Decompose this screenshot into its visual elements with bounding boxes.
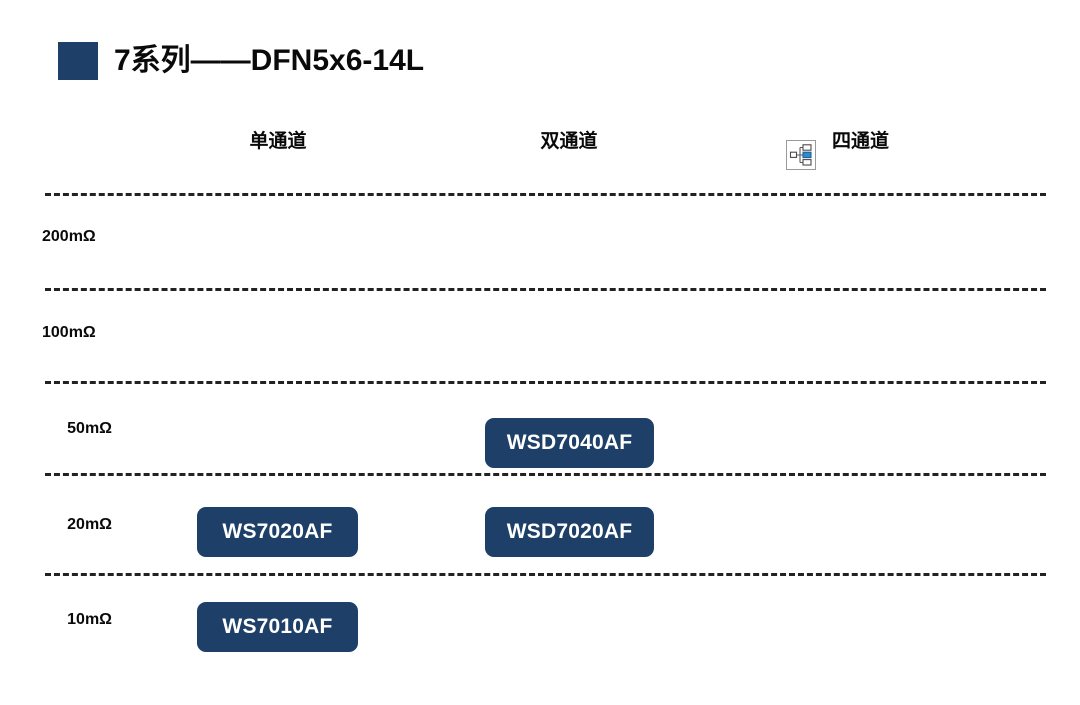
row-separator-20-10 xyxy=(45,573,1046,576)
row-label-100mohm: 100mΩ xyxy=(42,324,96,341)
product-chip-wsd7040af[interactable]: WSD7040AF xyxy=(485,418,654,468)
row-separator-200-100 xyxy=(45,288,1046,291)
product-chip-ws7010af[interactable]: WS7010AF xyxy=(197,602,358,652)
page-title: 7系列——DFN5x6-14L xyxy=(58,42,424,80)
hierarchy-icon[interactable] xyxy=(786,140,816,170)
row-label-10mohm: 10mΩ xyxy=(67,611,112,628)
title-bullet-square xyxy=(58,42,98,80)
row-separator-100-50 xyxy=(45,381,1046,384)
row-label-50mohm: 50mΩ xyxy=(67,420,112,437)
row-separator-50-20 xyxy=(45,473,1046,476)
row-label-20mohm: 20mΩ xyxy=(67,516,112,533)
title-text: 7系列——DFN5x6-14L xyxy=(114,44,425,77)
product-chip-ws7020af[interactable]: WS7020AF xyxy=(197,507,358,557)
row-label-200mohm: 200mΩ xyxy=(42,228,96,245)
column-header-single-channel: 单通道 xyxy=(249,131,307,152)
row-separator-top xyxy=(45,193,1046,196)
column-header-dual-channel: 双通道 xyxy=(540,131,598,152)
column-header-quad-channel: 四通道 xyxy=(832,131,890,152)
product-chip-wsd7020af[interactable]: WSD7020AF xyxy=(485,507,654,557)
